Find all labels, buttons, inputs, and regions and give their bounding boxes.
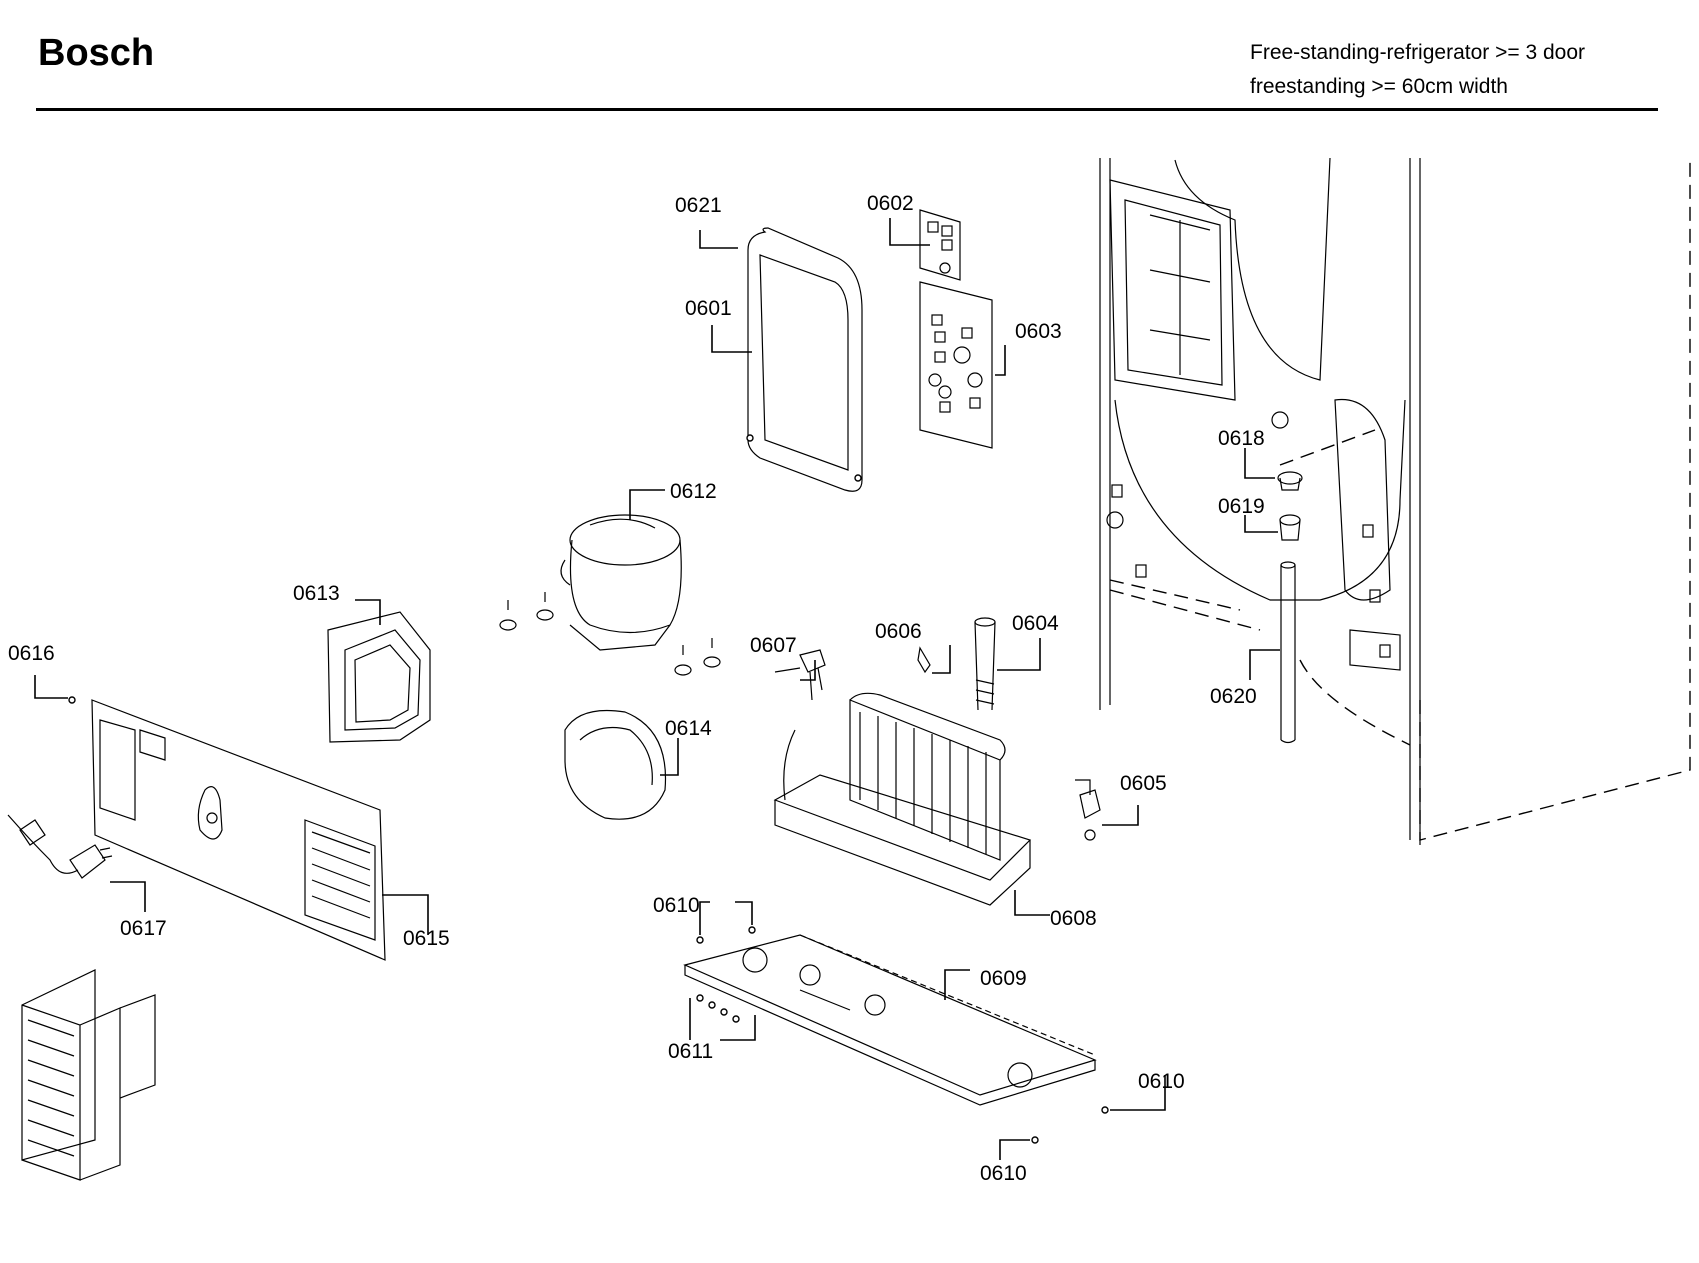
part-0612-compressor [499, 514, 721, 676]
callout-0612: 0612 [670, 480, 717, 503]
condenser-box-illustration [21, 969, 156, 1181]
part-0616-screw [68, 696, 76, 704]
callout-labels: 0621 0601 0602 0603 0612 0613 0616 0614 … [8, 192, 1265, 1185]
part-0609-base-tray [683, 934, 1097, 1106]
callout-0617: 0617 [120, 917, 167, 940]
part-0619-cap [1279, 514, 1301, 541]
brand-title: Bosch [38, 32, 155, 74]
callout-0611: 0611 [668, 1040, 713, 1063]
header-rule [36, 108, 1658, 111]
part-0601-cover [746, 227, 863, 492]
callout-0621: 0621 [675, 194, 722, 217]
part-0618-grommet [1277, 471, 1303, 491]
callout-0601: 0601 [685, 297, 732, 320]
callout-0613: 0613 [293, 582, 340, 605]
part-0613-fan-shroud [327, 611, 431, 743]
leader-lines [34, 218, 1280, 1160]
part-0602-plate [919, 209, 961, 281]
part-0604-drain-tube [974, 617, 996, 711]
model-description: Free-standing-refrigerator >= 3 door fre… [1250, 36, 1585, 104]
part-0605-sensor [1075, 779, 1101, 841]
callout-0608: 0608 [1050, 907, 1097, 930]
callout-0602: 0602 [867, 192, 914, 215]
part-0611-caps [696, 994, 740, 1023]
callout-0615: 0615 [403, 927, 450, 950]
part-0617-power-cord [7, 814, 113, 879]
callout-0610-right: 0610 [1138, 1070, 1185, 1093]
callout-0616: 0616 [8, 642, 55, 665]
callout-0619: 0619 [1218, 495, 1265, 518]
callout-0603: 0603 [1015, 320, 1062, 343]
cabinet-back-illustration [1099, 157, 1691, 845]
callout-0620: 0620 [1210, 685, 1257, 708]
callout-0614: 0614 [665, 717, 712, 740]
callout-0605: 0605 [1120, 772, 1167, 795]
part-0620-tube [1280, 561, 1296, 744]
part-0603-pad [919, 281, 993, 449]
model-description-line2: freestanding >= 60cm width [1250, 75, 1508, 98]
model-description-line1: Free-standing-refrigerator >= 3 door [1250, 41, 1586, 64]
part-0608-evaporator [773, 692, 1032, 906]
callout-0610-bottom: 0610 [980, 1162, 1027, 1185]
part-0606-clip [917, 646, 931, 674]
callout-0607: 0607 [750, 634, 797, 657]
callout-0604: 0604 [1012, 612, 1059, 635]
part-0607-valve [774, 649, 826, 701]
part-0615-back-panel [91, 699, 386, 961]
callout-0606: 0606 [875, 620, 922, 643]
part-0610-screws [696, 926, 1109, 1144]
callout-0610-top: 0610 [653, 894, 700, 917]
part-0614-fan [564, 709, 667, 820]
callout-0609: 0609 [980, 967, 1027, 990]
callout-0618: 0618 [1218, 427, 1265, 450]
